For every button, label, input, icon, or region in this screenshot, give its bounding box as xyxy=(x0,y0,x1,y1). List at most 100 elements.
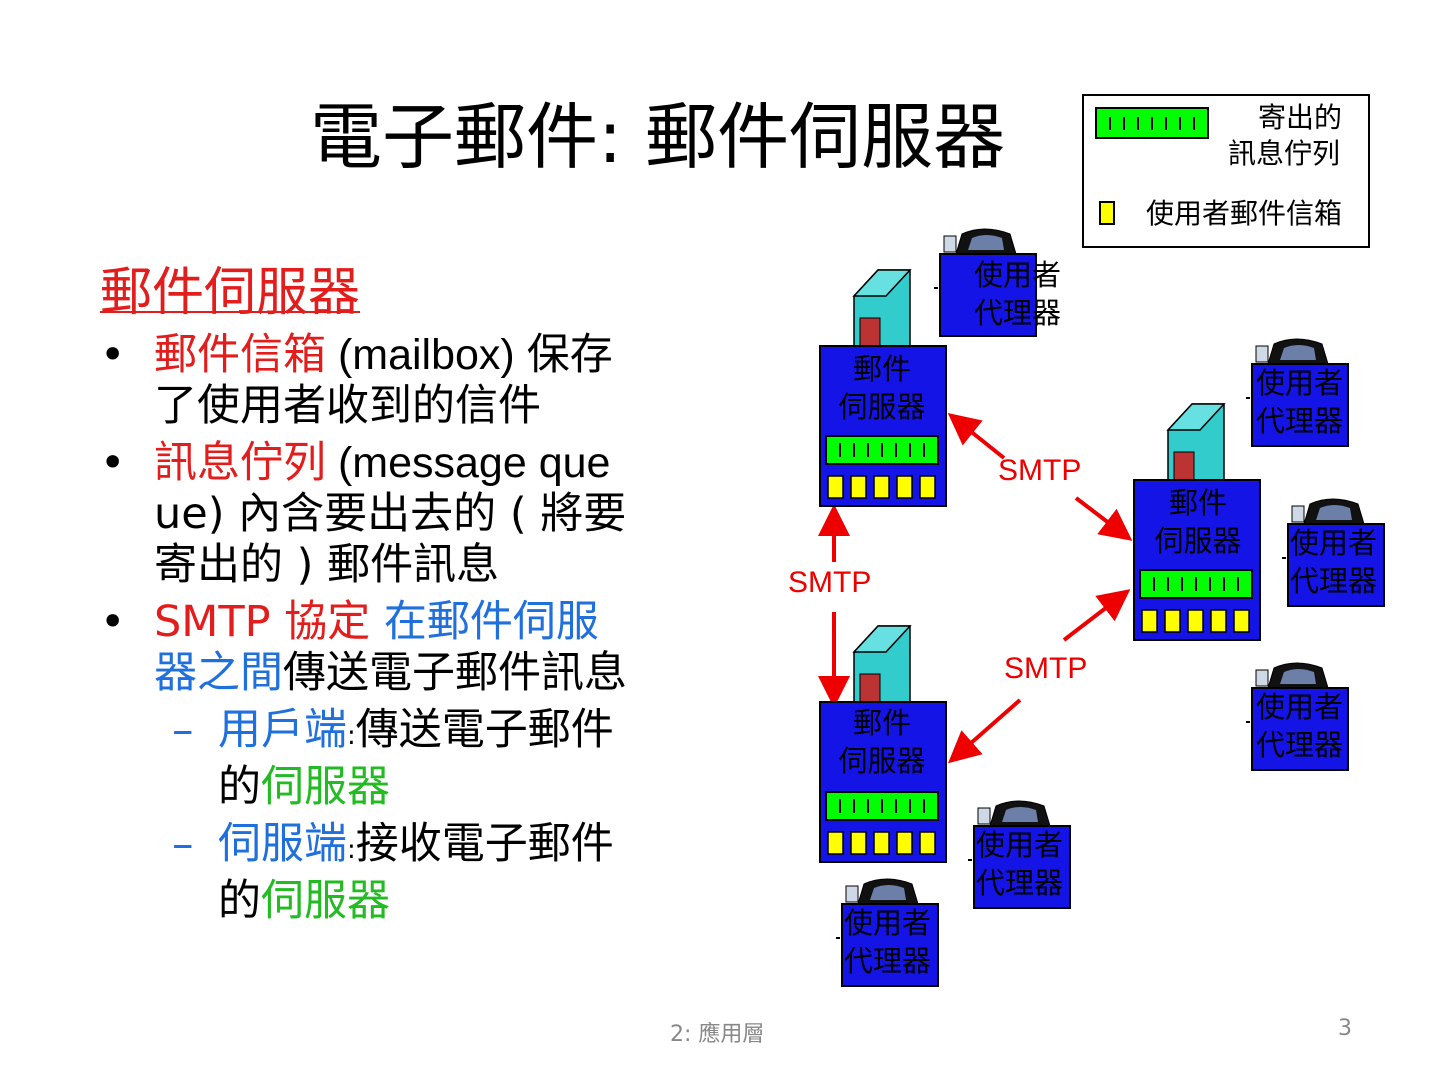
server-2-label-2: 伺服器 xyxy=(1154,524,1242,558)
server-1-mailbox xyxy=(850,475,867,499)
agent-2-label-1: 使用者 xyxy=(1256,366,1344,400)
agent-1-label-1: 使用者 xyxy=(974,258,1062,292)
agent-2-computer-base xyxy=(1255,345,1269,363)
client-colon: : xyxy=(347,721,356,751)
server-3 xyxy=(819,625,947,863)
agent-4 xyxy=(1246,662,1349,771)
client-server-word: 伺服器 xyxy=(261,762,390,812)
server-1-label-1: 郵件 xyxy=(852,352,911,386)
server-2-mailbox xyxy=(1141,609,1158,633)
server-2-mailbox xyxy=(1233,609,1250,633)
smtp-arrow-to-server3 xyxy=(947,698,1022,764)
legend-mailbox-swatch xyxy=(1099,201,1115,225)
server-2-tower-drive xyxy=(1173,451,1195,481)
agent-1-box xyxy=(939,253,1037,337)
bullet-dot: • xyxy=(100,438,126,488)
agent-4-label-2: 代理器 xyxy=(1256,728,1344,762)
agent-1-label-2: 代理器 xyxy=(974,296,1062,330)
legend-queue-ticks xyxy=(1109,117,1195,130)
bullet-mailbox: • 郵件信箱 (mailbox) 保存 了使用者收到的信件 xyxy=(100,330,700,432)
server-3-mailbox xyxy=(850,831,867,855)
agent-3-box xyxy=(1287,523,1385,607)
bullet-dot: • xyxy=(100,330,126,380)
server-1-tower-drive xyxy=(859,317,881,347)
agent-2-box xyxy=(1251,363,1349,447)
agent-3-label-1: 使用者 xyxy=(1290,526,1378,560)
agent-5-label-2: 代理器 xyxy=(976,866,1064,900)
sub-dash: – xyxy=(172,819,194,869)
smtp-arrow-to-server2 xyxy=(1074,496,1133,541)
queue-desc-3: 寄出的 ) 郵件訊息 xyxy=(154,540,500,590)
server-2-mailbox xyxy=(1187,609,1204,633)
section-heading: 郵件伺服器 xyxy=(100,263,361,323)
server-1-mailbox xyxy=(827,475,844,499)
server-2-tower-top xyxy=(1166,403,1226,431)
agent-5 xyxy=(968,800,1071,909)
agent-3-computer-base xyxy=(1291,505,1305,523)
legend-swatches xyxy=(1095,107,1209,225)
client-desc-pre: 的 xyxy=(218,762,261,812)
server-1-mailbox xyxy=(873,475,890,499)
server-2 xyxy=(1133,403,1261,641)
server-3-mailbox xyxy=(873,831,890,855)
server-1-tower-top xyxy=(852,269,912,297)
server-desc: 接收電子郵件 xyxy=(355,819,614,869)
agent-2 xyxy=(1246,338,1349,447)
agent-5-computer-base xyxy=(977,807,991,825)
agent-6-label-1: 使用者 xyxy=(844,906,932,940)
server-3-label-2: 伺服器 xyxy=(838,744,926,778)
agent-5-label-1: 使用者 xyxy=(976,828,1064,862)
smtp-desc-blue-2: 器之間 xyxy=(154,648,283,698)
server-server-word: 伺服器 xyxy=(261,876,390,926)
server-3-label-1: 郵件 xyxy=(852,706,911,740)
server-colon: : xyxy=(347,835,356,865)
user-agents xyxy=(836,228,1385,987)
bullet-dot: • xyxy=(100,597,126,647)
server-1-mailbox xyxy=(896,475,913,499)
footer-page-number: 3 xyxy=(1338,1016,1352,1041)
agent-6-box xyxy=(841,903,939,987)
subbullet-server: – 伺服端:接收電子郵件 的伺服器 xyxy=(100,819,700,927)
server-1-label-2: 伺服器 xyxy=(838,390,926,424)
agent-4-computer-base xyxy=(1255,669,1269,687)
agent-6-label-2: 代理器 xyxy=(844,944,932,978)
server-2-label-1: 郵件 xyxy=(1168,486,1227,520)
server-2-mailbox xyxy=(1210,609,1227,633)
smtp-label-top: SMTP xyxy=(998,454,1081,487)
bullet-queue: • 訊息佇列 (message que ue) 內含要出去的 ( 將要 寄出的 … xyxy=(100,438,700,591)
agent-6-screen xyxy=(870,885,906,900)
agent-4-screen xyxy=(1280,669,1316,684)
mailbox-desc-2: 了使用者收到的信件 xyxy=(154,381,541,431)
smtp-arrow-up-server2 xyxy=(1062,589,1131,642)
term-server: 伺服端 xyxy=(218,819,347,869)
agent-2-screen xyxy=(1280,345,1316,360)
term-smtp: SMTP 協定 xyxy=(154,597,371,647)
sub-dash: – xyxy=(172,705,194,755)
agent-1 xyxy=(934,228,1037,337)
term-mailbox: 郵件信箱 xyxy=(154,330,326,380)
term-queue: 訊息佇列 xyxy=(154,438,326,488)
agent-2-label-2: 代理器 xyxy=(1256,404,1344,438)
agent-1-computer-base xyxy=(943,235,957,253)
mail-servers xyxy=(819,269,1261,863)
server-3-mailbox xyxy=(919,831,936,855)
queue-desc-1: (message que xyxy=(326,439,611,487)
server-3-mailbox xyxy=(827,831,844,855)
agent-6 xyxy=(836,878,939,987)
agent-4-box xyxy=(1251,687,1349,771)
agent-5-box xyxy=(973,825,1071,909)
slide-title: 電子郵件: 郵件伺服器 xyxy=(310,95,1006,179)
agent-4-label-1: 使用者 xyxy=(1256,690,1344,724)
legend-queue-label-1: 寄出的 xyxy=(1258,101,1343,134)
term-client: 用戶端 xyxy=(218,705,347,755)
legend: 寄出的 訊息佇列 使用者郵件信箱 xyxy=(1082,94,1370,248)
agent-3-label-2: 代理器 xyxy=(1290,564,1378,598)
server-desc-pre: 的 xyxy=(218,876,261,926)
mailbox-desc-1: (mailbox) 保存 xyxy=(326,331,613,379)
server-1-mailbox xyxy=(919,475,936,499)
agent-1-screen xyxy=(968,235,1004,250)
agent-6-computer-base xyxy=(845,885,859,903)
server-3-mailbox xyxy=(896,831,913,855)
server-3-tower-drive xyxy=(859,673,881,703)
